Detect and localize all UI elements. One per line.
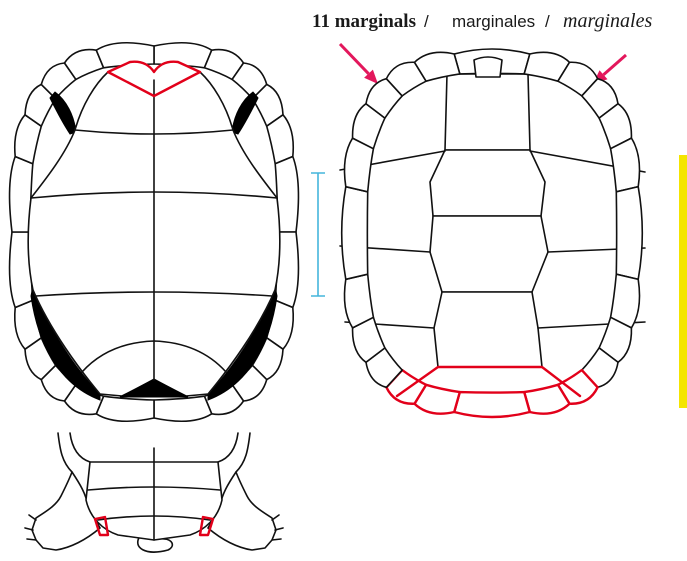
cervical-scute <box>474 57 502 77</box>
marginal-scute <box>96 396 154 421</box>
arrow-shaft <box>340 44 369 74</box>
scale-bar <box>311 173 325 296</box>
label-separator: / <box>424 12 429 31</box>
label-term-fr: marginales <box>452 12 535 31</box>
marginal-scute <box>154 396 212 421</box>
plastron-view <box>10 43 299 422</box>
marginal-scute <box>611 138 640 192</box>
thigh-line-left <box>70 433 90 462</box>
label-term-es: marginales <box>563 10 652 32</box>
marginal-scute <box>342 187 368 280</box>
marginal-scute <box>616 187 642 280</box>
pointer-arrow-left <box>340 44 378 84</box>
label-count-en: 11 marginals <box>312 11 416 32</box>
axillary-area-right <box>232 92 258 134</box>
vertebral-scute-4 <box>434 292 542 367</box>
thigh-line-right <box>218 433 238 462</box>
vertebral-scute-1 <box>445 74 530 150</box>
marginal-scute-highlighted <box>454 392 530 417</box>
marker-bar <box>679 155 687 408</box>
vertebral-scute-2 <box>430 150 545 216</box>
arrow-shaft <box>604 55 627 75</box>
shell-edge-left <box>58 433 72 472</box>
scale-bar-line <box>311 173 325 296</box>
shell-edge-right <box>236 433 250 472</box>
carapace-view <box>340 49 645 417</box>
posterior-view <box>25 433 283 552</box>
axillary-area-left <box>50 92 76 134</box>
marginal-scute <box>344 274 373 328</box>
marginals-label: 11 marginals / marginales / marginales <box>312 10 652 32</box>
vertebral-scute-3 <box>430 216 548 292</box>
label-separator: / <box>545 12 550 31</box>
